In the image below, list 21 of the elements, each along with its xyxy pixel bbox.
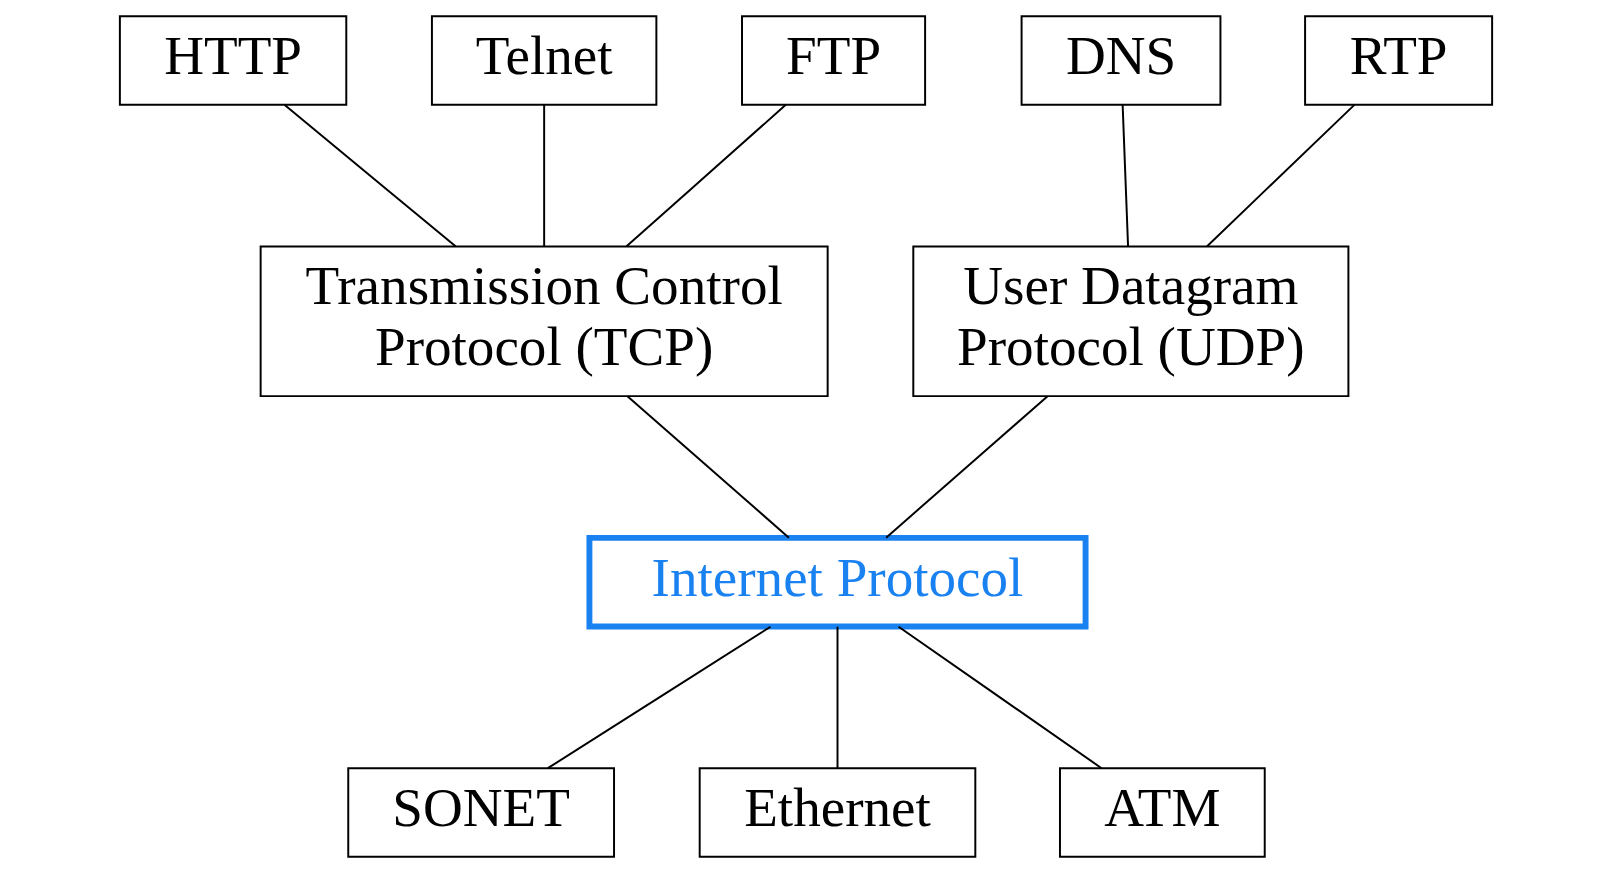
connector	[546, 625, 771, 770]
node-box: RTP	[1303, 15, 1493, 106]
connector	[625, 395, 790, 539]
connector	[1121, 103, 1129, 248]
connector	[282, 103, 457, 248]
node-box: DNS	[1020, 15, 1221, 106]
node-box: ATM	[1058, 767, 1266, 858]
connector	[625, 103, 787, 248]
node-box: Telnet	[430, 15, 657, 106]
connector	[836, 625, 838, 770]
node-box: Internet Protocol	[585, 534, 1089, 630]
node-box: FTP	[740, 15, 926, 106]
node-box: Ethernet	[698, 767, 976, 858]
node-box: Transmission Control Protocol (TCP)	[259, 245, 829, 398]
node-box: HTTP	[118, 15, 347, 106]
node-box: SONET	[346, 767, 615, 858]
node-box: User Datagram Protocol (UDP)	[911, 245, 1349, 398]
connector	[884, 395, 1049, 539]
connector	[897, 625, 1102, 770]
connector	[1205, 103, 1355, 248]
connector	[542, 103, 545, 248]
